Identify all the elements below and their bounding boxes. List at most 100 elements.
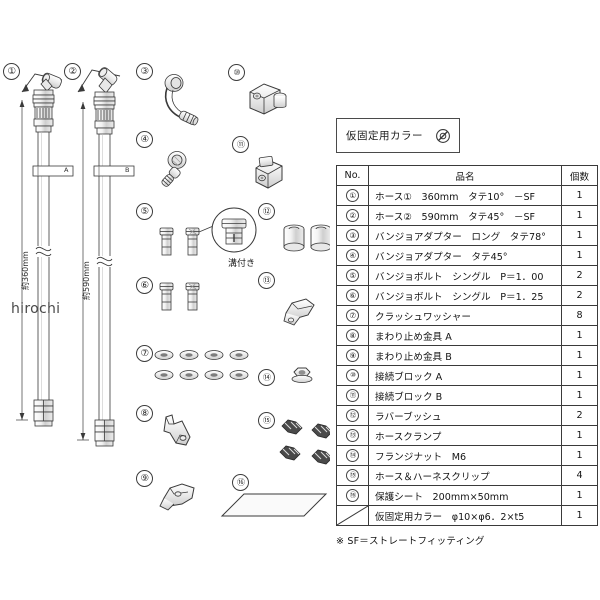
temporary-fixing-collar-box: 仮固定用カラー	[336, 118, 460, 153]
table-row: ⑭ フランジナット M6 1	[336, 445, 598, 466]
table-row: ⑪ 接続ブロック B 1	[336, 385, 598, 406]
row-qty: 1	[561, 505, 598, 526]
row-no-circle: ④	[346, 249, 359, 262]
callout-10: ⑩	[228, 64, 245, 81]
row-no-circle: ⑤	[346, 269, 359, 282]
watermark: hirochi	[11, 301, 61, 317]
row-no: ⑩	[336, 365, 369, 386]
row-qty: 2	[561, 285, 598, 306]
header-no: No.	[336, 165, 369, 186]
callout-1: ①	[3, 63, 20, 80]
table-row: ⑥ バンジョボルト シングル P＝1．25 2	[336, 285, 598, 306]
row-qty: 1	[561, 245, 598, 266]
collar-washer-icon	[435, 128, 451, 144]
table-header-row: No. 品名 個数	[336, 165, 598, 186]
callout-8: ⑧	[136, 405, 153, 422]
callout-6: ⑥	[136, 277, 153, 294]
row-name: まわり止め金具 A	[368, 325, 562, 346]
hose1-tag-a: A	[64, 166, 69, 174]
callout-14: ⑭	[258, 369, 275, 386]
row-name: ラバーブッシュ	[368, 405, 562, 426]
row-name: 接続ブロック B	[368, 385, 562, 406]
table-row: ⑦ クラッシュワッシャー 8	[336, 305, 598, 326]
row-name: 仮固定用カラー φ10×φ6．2×t5	[368, 505, 562, 526]
hose1-dimension-label: 約360mm	[21, 251, 30, 290]
row-no: ⑯	[336, 485, 369, 506]
table-row: ⑨ まわり止め金具 B 1	[336, 345, 598, 366]
row-qty: 4	[561, 465, 598, 486]
table-row: ⑩ 接続ブロック A 1	[336, 365, 598, 386]
header-name: 品名	[368, 165, 562, 186]
table-row: ⑧ まわり止め金具 A 1	[336, 325, 598, 346]
row-no: ⑦	[336, 305, 369, 326]
row-qty: 1	[561, 485, 598, 506]
callout-11: ⑪	[232, 136, 249, 153]
parts-illustration-svg	[16, 67, 330, 517]
row-no: ⑫	[336, 405, 369, 426]
table-row: ⑯ 保護シート 200mm×50mm 1	[336, 485, 598, 506]
row-name: 接続ブロック A	[368, 365, 562, 386]
row-qty: 8	[561, 305, 598, 326]
row-qty: 1	[561, 425, 598, 446]
table-row: ③ バンジョアダプター ロング タテ78° 1	[336, 225, 598, 246]
row-qty: 2	[561, 405, 598, 426]
row-qty: 1	[561, 185, 598, 206]
row-no: ①	[336, 185, 369, 206]
row-no-circle: ⑫	[346, 409, 359, 422]
temporary-fixing-collar-label: 仮固定用カラー	[346, 130, 423, 142]
row-no-circle: ②	[346, 209, 359, 222]
groove-note: 溝付き	[228, 259, 256, 269]
row-no-circle: ⑬	[346, 429, 359, 442]
row-no: ③	[336, 225, 369, 246]
table-row: ⑫ ラバーブッシュ 2	[336, 405, 598, 426]
callout-16: ⑯	[232, 474, 249, 491]
parts-list-panel: 仮固定用カラー No. 品名 個数 ① ホース① 3	[336, 118, 598, 547]
row-no-circle: ⑭	[346, 449, 359, 462]
row-name: バンジョボルト シングル P＝1．00	[368, 265, 562, 286]
row-no: ⑬	[336, 425, 369, 446]
callout-5: ⑤	[136, 203, 153, 220]
row-no: ⑨	[336, 345, 369, 366]
callout-12: ⑫	[258, 203, 275, 220]
table-row: ① ホース① 360mm タテ10° －SF 1	[336, 185, 598, 206]
row-name: まわり止め金具 B	[368, 345, 562, 366]
row-name: フランジナット M6	[368, 445, 562, 466]
callout-2: ②	[64, 63, 81, 80]
row-no: ④	[336, 245, 369, 266]
row-name: クラッシュワッシャー	[368, 305, 562, 326]
row-no-circle: ⑪	[346, 389, 359, 402]
table-footnote: ※ SF＝ストレートフィッティング	[336, 536, 485, 547]
callout-9: ⑨	[136, 470, 153, 487]
callout-13: ⑬	[258, 272, 275, 289]
table-row: 仮固定用カラー φ10×φ6．2×t5 1	[336, 505, 598, 526]
row-no-slash	[336, 505, 369, 526]
diagonal-slash-icon	[337, 506, 368, 525]
row-name: ホースクランプ	[368, 425, 562, 446]
callout-15: ⑮	[258, 412, 275, 429]
row-qty: 1	[561, 225, 598, 246]
hose2-tag-b: B	[125, 166, 130, 174]
table-row: ⑮ ホース＆ハーネスクリップ 4	[336, 465, 598, 486]
row-name: バンジョアダプター ロング タテ78°	[368, 225, 562, 246]
row-no: ⑥	[336, 285, 369, 306]
row-no: ②	[336, 205, 369, 226]
table-row: ⑤ バンジョボルト シングル P＝1．00 2	[336, 265, 598, 286]
row-name: バンジョアダプター タテ45°	[368, 245, 562, 266]
row-no-circle: ③	[346, 229, 359, 242]
row-name: ホース＆ハーネスクリップ	[368, 465, 562, 486]
row-name: 保護シート 200mm×50mm	[368, 485, 562, 506]
parts-table: No. 品名 個数 ① ホース① 360mm タテ10° －SF 1 ② ホース…	[336, 165, 598, 526]
hose2-dimension-label: 約590mm	[82, 261, 91, 300]
header-qty: 個数	[561, 165, 598, 186]
table-row: ⑬ ホースクランプ 1	[336, 425, 598, 446]
illustration-area: ① ② ③ ④ ⑤ ⑥ ⑦ ⑧ ⑨ ⑩ ⑪ ⑫ ⑬ ⑭ ⑮ ⑯ 約360mm 約…	[3, 63, 330, 517]
row-name: ホース① 360mm タテ10° －SF	[368, 185, 562, 206]
row-qty: 2	[561, 265, 598, 286]
row-no-circle: ⑯	[346, 489, 359, 502]
row-qty: 1	[561, 205, 598, 226]
row-qty: 1	[561, 325, 598, 346]
row-no: ⑧	[336, 325, 369, 346]
callout-3: ③	[136, 63, 153, 80]
row-qty: 1	[561, 385, 598, 406]
